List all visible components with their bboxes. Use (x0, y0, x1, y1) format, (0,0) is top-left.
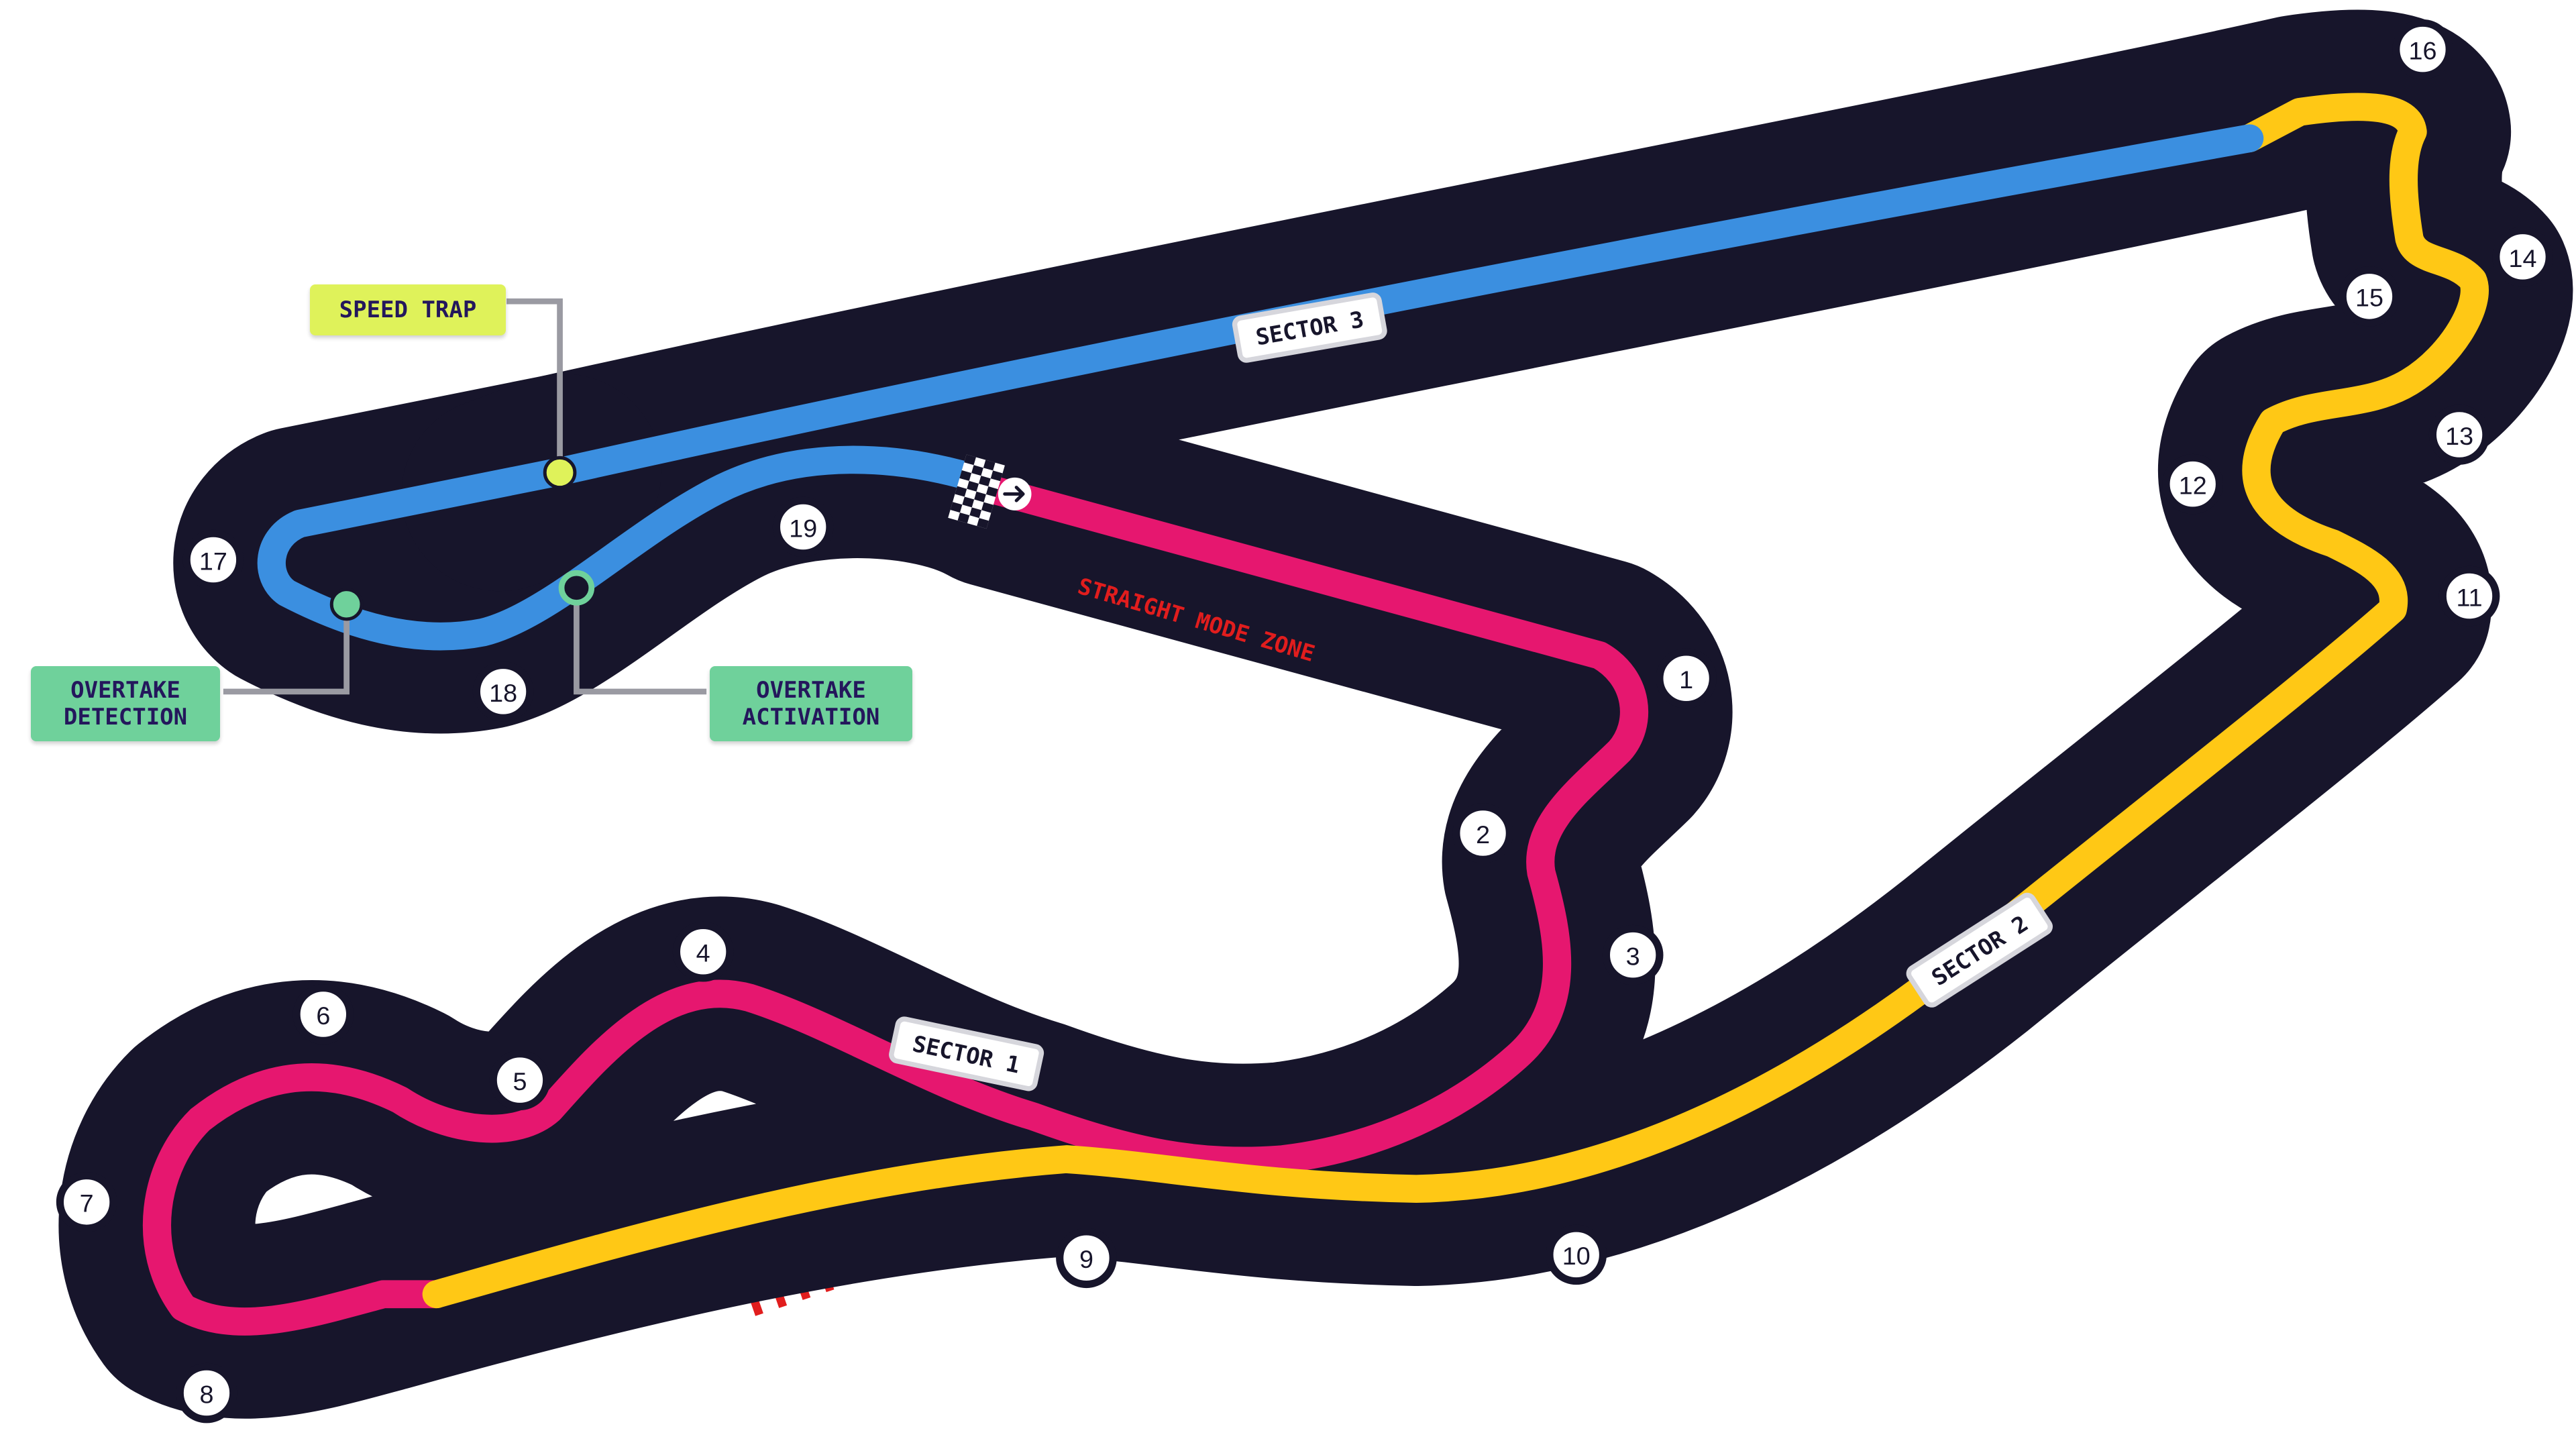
sector-1-line (142, 476, 1649, 1336)
start-finish (948, 454, 1032, 529)
turn-marker-16: 16 (2392, 19, 2453, 80)
sector-3-line (257, 124, 2264, 651)
speed-trap-leader (506, 298, 563, 471)
turn-number: 1 (1679, 665, 1693, 694)
turn-number: 14 (2509, 244, 2537, 272)
turn-marker-14: 14 (2492, 227, 2553, 287)
speed-trap-marker (543, 455, 577, 489)
turn-circle (1656, 648, 1717, 709)
turn-circle (56, 1172, 117, 1232)
turn-number: 16 (2408, 37, 2436, 65)
turn-circle (182, 529, 244, 590)
turn-circle (1602, 924, 1664, 985)
turn-number: 3 (1626, 943, 1640, 971)
turn-marker-12: 12 (2162, 453, 2224, 515)
turn-marker-2: 2 (1452, 803, 1513, 863)
turn-number: 7 (80, 1189, 94, 1218)
turn-marker-4: 4 (672, 921, 734, 982)
turn-circle (2162, 453, 2224, 515)
overtake-detection-marker (329, 588, 364, 621)
turn-circle (772, 496, 834, 557)
turn-marker-18: 18 (472, 661, 534, 722)
turn-number: 4 (696, 939, 710, 967)
turn-marker-17: 17 (182, 529, 244, 590)
turn-circle (2428, 405, 2490, 465)
sector-2-line (422, 93, 2489, 1309)
turn-marker-1: 1 (1656, 648, 1717, 709)
turn-circle (292, 984, 354, 1044)
turn-circle (2339, 266, 2400, 327)
turn-marker-5: 5 (489, 1050, 551, 1110)
overtake-activation-marker (558, 570, 595, 606)
overtake-activation-callout: OVERTAKE ACTIVATION (710, 666, 912, 741)
turn-number: 10 (1562, 1242, 1591, 1270)
sector-label-3: SECTOR 3 (1232, 292, 1387, 363)
turn-number: 17 (199, 547, 227, 576)
turn-circle (472, 661, 534, 722)
turn-marker-10: 10 (1546, 1224, 1607, 1285)
turn-circle (1546, 1224, 1607, 1285)
turn-marker-3: 3 (1602, 924, 1664, 985)
turn-number: 18 (489, 679, 517, 707)
turn-number: 2 (1476, 820, 1490, 849)
turn-circle (489, 1050, 551, 1110)
turn-circle (2438, 566, 2500, 627)
turn-circle (1452, 803, 1513, 863)
turn-marker-8: 8 (176, 1362, 237, 1424)
overtake-detection-callout: OVERTAKE DETECTION (31, 666, 220, 741)
arrow-right-icon (998, 477, 1032, 511)
turn-number: 19 (789, 515, 817, 543)
turn-marker-15: 15 (2339, 266, 2400, 327)
turn-circle (2492, 227, 2553, 287)
turn-marker-13: 13 (2428, 405, 2490, 465)
feature-markers (223, 298, 707, 695)
turn-marker-7: 7 (56, 1172, 117, 1232)
turn-number: 11 (2456, 584, 2482, 612)
turn-marker-19: 19 (772, 496, 834, 557)
turn-number: 5 (513, 1067, 527, 1095)
turn-marker-6: 6 (292, 984, 354, 1044)
sector-lines (142, 93, 2489, 1336)
overtake-detection-leader (223, 604, 350, 695)
speed-trap-callout: SPEED TRAP (310, 284, 506, 335)
turn-circle (1056, 1228, 1117, 1289)
turn-circle (2392, 19, 2453, 80)
turn-circle (672, 921, 734, 982)
turn-number: 6 (316, 1002, 330, 1030)
turn-circle (176, 1362, 237, 1424)
turn-number: 9 (1079, 1245, 1093, 1273)
overtake-activation-leader (574, 588, 707, 695)
turn-number: 12 (2179, 472, 2207, 500)
turn-number: 15 (2355, 284, 2383, 312)
turn-number: 13 (2445, 422, 2473, 450)
checkered-flag-icon (948, 454, 1005, 529)
turn-marker-11: 11 (2438, 566, 2500, 627)
turn-marker-9: 9 (1056, 1228, 1117, 1289)
turn-number: 8 (199, 1381, 213, 1409)
